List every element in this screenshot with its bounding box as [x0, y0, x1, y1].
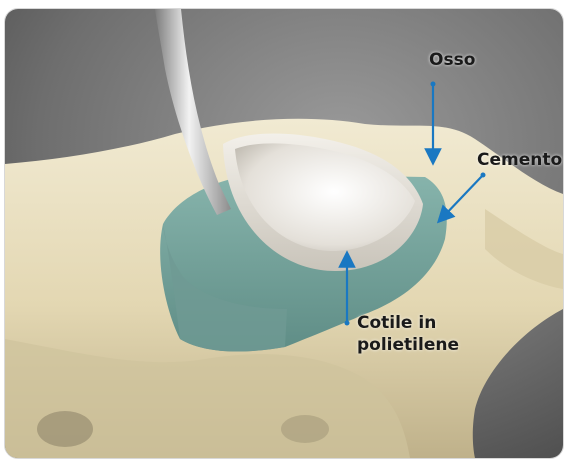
hip-prosthesis-illustration — [5, 9, 563, 458]
bone-hole — [281, 415, 329, 443]
illustration-frame: Osso Cemento Cotile in polietilene — [4, 8, 564, 459]
bone-hole — [37, 411, 93, 447]
label-cup-line1: Cotile in — [357, 312, 459, 334]
cement-arrow-dot — [481, 173, 486, 178]
label-bone: Osso — [429, 49, 475, 71]
label-cup-line2: polietilene — [357, 334, 459, 356]
label-cup: Cotile in polietilene — [357, 312, 459, 356]
cup-arrow-dot — [345, 321, 350, 326]
label-cement: Cemento — [477, 149, 562, 171]
bone-arrow-dot — [431, 82, 436, 87]
